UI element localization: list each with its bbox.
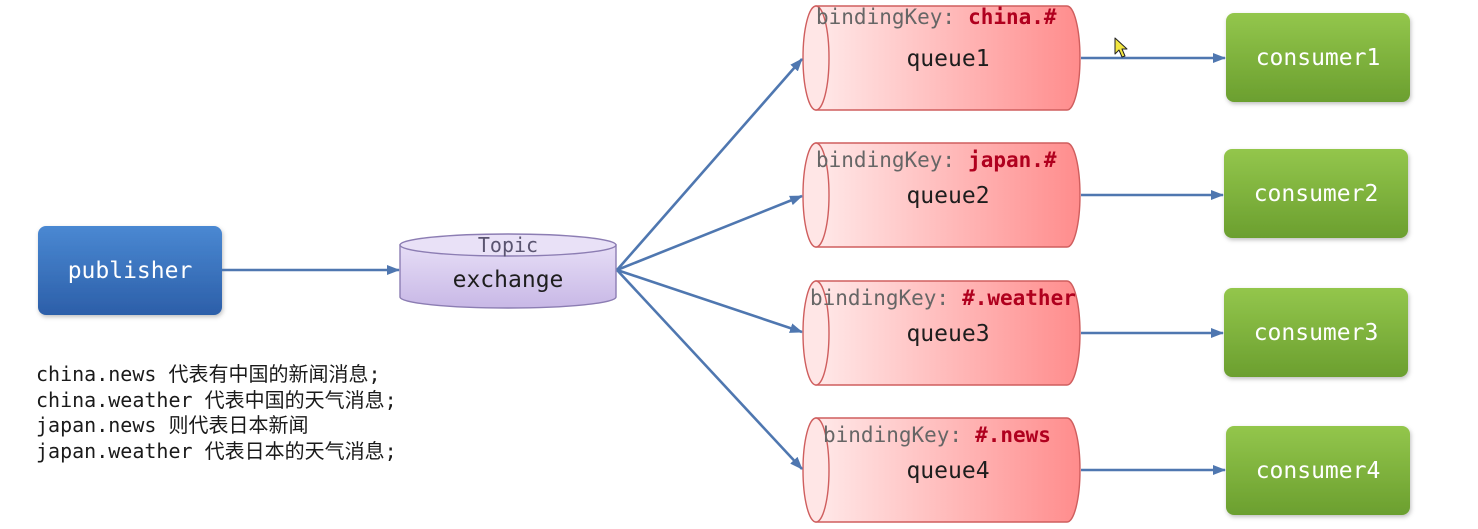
queue-node-2: bindingKey: japan.# queue2 <box>802 142 1081 248</box>
arrow-exchange-to-queue1 <box>616 58 803 271</box>
queue-cylinder-body <box>815 417 1081 523</box>
queue-cylinder-face <box>802 5 830 111</box>
binding-key-text: bindingKey: #.news <box>823 423 1051 447</box>
routing-notes: china.news 代表有中国的新闻消息; china.weather 代表中… <box>36 362 397 463</box>
queue-cylinder-body <box>815 142 1081 248</box>
binding-key-value: #.weather <box>962 286 1076 310</box>
consumer-box <box>1226 426 1410 515</box>
consumer-node-1: consumer1 <box>1226 13 1410 102</box>
binding-key-text: bindingKey: china.# <box>816 5 1057 29</box>
note-line: japan.weather 代表日本的天气消息; <box>36 439 397 463</box>
binding-key-text: bindingKey: japan.# <box>816 148 1057 172</box>
queue-node-3: bindingKey: #.weather queue3 <box>802 280 1081 386</box>
queue-node-4: bindingKey: #.news queue4 <box>802 417 1081 523</box>
consumer-node-3: consumer3 <box>1224 288 1408 377</box>
queue-cylinder-face <box>802 417 830 523</box>
consumer-label: consumer1 <box>1256 45 1381 71</box>
consumer-label: consumer2 <box>1254 181 1379 207</box>
arrow-exchange-to-queue4 <box>616 269 803 470</box>
binding-key-prefix: bindingKey: <box>816 5 955 29</box>
consumer-node-2: consumer2 <box>1224 149 1408 238</box>
queue-cylinder-face <box>802 142 830 248</box>
arrow-exchange-to-queue2 <box>616 194 803 272</box>
exchange-node: Topic exchange <box>399 233 617 309</box>
queue-node-1: bindingKey: china.# queue1 <box>802 5 1081 111</box>
consumer-box <box>1226 13 1410 102</box>
exchange-cylinder-body <box>399 244 617 309</box>
queue-label: queue2 <box>906 183 989 209</box>
consumer-box <box>1224 288 1408 377</box>
queue-label: queue4 <box>906 458 989 484</box>
consumer-box <box>1224 149 1408 238</box>
exchange-cylinder-top <box>399 233 617 257</box>
consumer-label: consumer4 <box>1256 458 1381 484</box>
queue-label: queue3 <box>906 321 989 347</box>
consumer-node-4: consumer4 <box>1226 426 1410 515</box>
publisher-label: publisher <box>68 258 193 284</box>
queue-label: queue1 <box>906 46 989 72</box>
queue-cylinder-face <box>802 280 830 386</box>
publisher-box <box>38 226 222 315</box>
mouse-pointer-icon <box>1114 37 1128 58</box>
binding-key-value: japan.# <box>968 148 1057 172</box>
publisher-node: publisher <box>38 226 222 315</box>
arrow-exchange-to-queue3 <box>616 268 803 334</box>
exchange-type-label: Topic <box>478 233 538 257</box>
connections <box>222 53 1226 475</box>
binding-key-text: bindingKey: #.weather <box>810 286 1076 310</box>
binding-key-value: #.news <box>975 423 1051 447</box>
queue-cylinder-body <box>815 280 1081 386</box>
note-line: china.news 代表有中国的新闻消息; <box>36 362 381 386</box>
consumer-label: consumer3 <box>1254 320 1379 346</box>
binding-key-prefix: bindingKey: <box>823 423 962 447</box>
binding-key-value: china.# <box>968 5 1057 29</box>
binding-key-prefix: bindingKey: <box>810 286 949 310</box>
note-line: japan.news 则代表日本新闻 <box>36 413 308 437</box>
exchange-label: exchange <box>453 267 564 293</box>
queue-cylinder-body <box>815 5 1081 111</box>
note-line: china.weather 代表中国的天气消息; <box>36 388 397 412</box>
binding-key-prefix: bindingKey: <box>816 148 955 172</box>
